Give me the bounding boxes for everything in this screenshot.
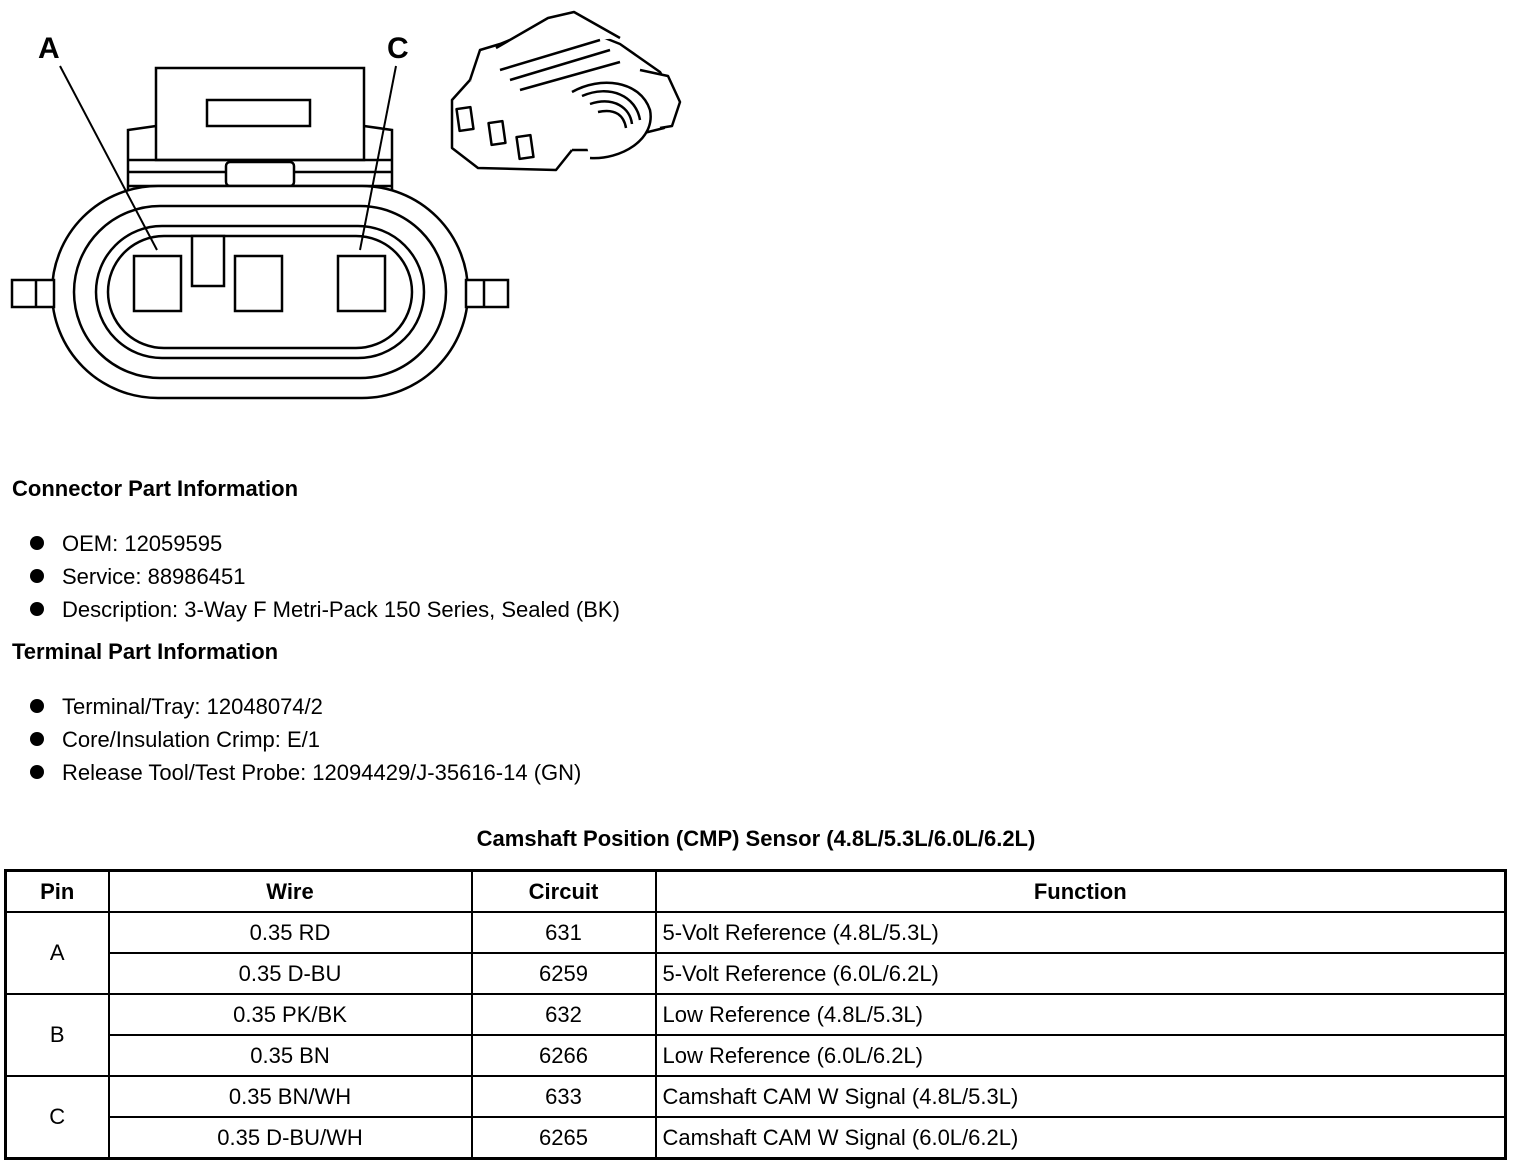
list-item: Core/Insulation Crimp: E/1 [28, 723, 581, 756]
header-wire: Wire [107, 869, 473, 913]
callout-c-label: C [387, 32, 409, 65]
circuit-cell: 6266 [470, 1034, 657, 1077]
bullet-icon [30, 732, 44, 746]
list-item: Release Tool/Test Probe: 12094429/J-3561… [28, 756, 581, 789]
terminal-info-heading: Terminal Part Information [12, 639, 279, 664]
connector-body-mid [72, 204, 448, 380]
function-cell: Low Reference (4.8L/5.3L) [654, 993, 1507, 1036]
pinout-table: Pin Wire Circuit Function A 0.35 RD 631 … [4, 869, 1507, 1160]
pin-cell: A [4, 911, 110, 995]
cavity-a [132, 254, 183, 313]
circuit-cell: 6259 [470, 952, 657, 995]
function-cell: 5-Volt Reference (4.8L/5.3L) [654, 911, 1507, 954]
terminal-info-list: Terminal/Tray: 12048074/2 Core/Insulatio… [28, 690, 581, 789]
circuit-cell: 633 [470, 1075, 657, 1118]
latch-housing [154, 66, 366, 162]
latch-window [205, 98, 312, 128]
header-function: Function [654, 869, 1507, 913]
list-item: OEM: 12059595 [28, 527, 620, 560]
connector-info-heading: Connector Part Information [12, 476, 299, 501]
cavity-c [336, 254, 387, 313]
right-ear [464, 278, 510, 309]
table-title: Camshaft Position (CMP) Sensor (4.8L/5.3… [476, 826, 1036, 851]
circuit-cell: 631 [470, 911, 657, 954]
circuit-cell: 6265 [470, 1116, 657, 1160]
connector-info-list: OEM: 12059595 Service: 88986451 Descript… [28, 527, 620, 626]
callout-c-leader [359, 65, 397, 251]
bullet-icon [30, 602, 44, 616]
wire-cell: 0.35 PK/BK [107, 993, 473, 1036]
table-row: 0.35 BN 6266 Low Reference (6.0L/6.2L) [6, 1034, 1507, 1077]
wire-cell: 0.35 D-BU [107, 952, 473, 995]
left-ear [10, 278, 56, 309]
function-cell: 5-Volt Reference (6.0L/6.2L) [654, 952, 1507, 995]
bullet-icon [30, 536, 44, 550]
wire-cell: 0.35 BN/WH [107, 1075, 473, 1118]
list-item: Service: 88986451 [28, 560, 620, 593]
wire-cell: 0.35 RD [107, 911, 473, 954]
table-row: 0.35 D-BU 6259 5-Volt Reference (6.0L/6.… [6, 952, 1507, 995]
function-cell: Camshaft CAM W Signal (4.8L/5.3L) [654, 1075, 1507, 1118]
bullet-icon [30, 765, 44, 779]
polarization-key [190, 234, 226, 288]
function-cell: Camshaft CAM W Signal (6.0L/6.2L) [654, 1116, 1507, 1160]
function-cell: Low Reference (6.0L/6.2L) [654, 1034, 1507, 1077]
pin-cell: C [4, 1075, 110, 1160]
bullet-icon [30, 699, 44, 713]
callout-a-label: A [38, 32, 60, 65]
list-item: Description: 3-Way F Metri-Pack 150 Seri… [28, 593, 620, 626]
circuit-cell: 632 [470, 993, 657, 1036]
pin-cell: B [4, 993, 110, 1077]
callout-a-leader [59, 65, 158, 251]
table-header-row: Pin Wire Circuit Function [4, 869, 1507, 913]
table-row: B 0.35 PK/BK 632 Low Reference (4.8L/5.3… [4, 993, 1507, 1077]
connector-seal [94, 224, 426, 360]
header-circuit: Circuit [470, 869, 657, 913]
table-row: 0.35 D-BU/WH 6265 Camshaft CAM W Signal … [6, 1116, 1507, 1160]
upper-shroud [126, 124, 394, 190]
bullet-icon [30, 569, 44, 583]
cavity-b [233, 254, 284, 313]
connector-3d-illustration [450, 10, 682, 172]
wire-cell: 0.35 D-BU/WH [107, 1116, 473, 1160]
list-item: Terminal/Tray: 12048074/2 [28, 690, 581, 723]
table-row: C 0.35 BN/WH 633 Camshaft CAM W Signal (… [4, 1075, 1507, 1160]
table-row: A 0.35 RD 631 5-Volt Reference (4.8L/5.3… [4, 911, 1507, 995]
connector-diagram: A C [10, 10, 682, 400]
header-pin: Pin [4, 869, 110, 913]
wire-cell: 0.35 BN [107, 1034, 473, 1077]
